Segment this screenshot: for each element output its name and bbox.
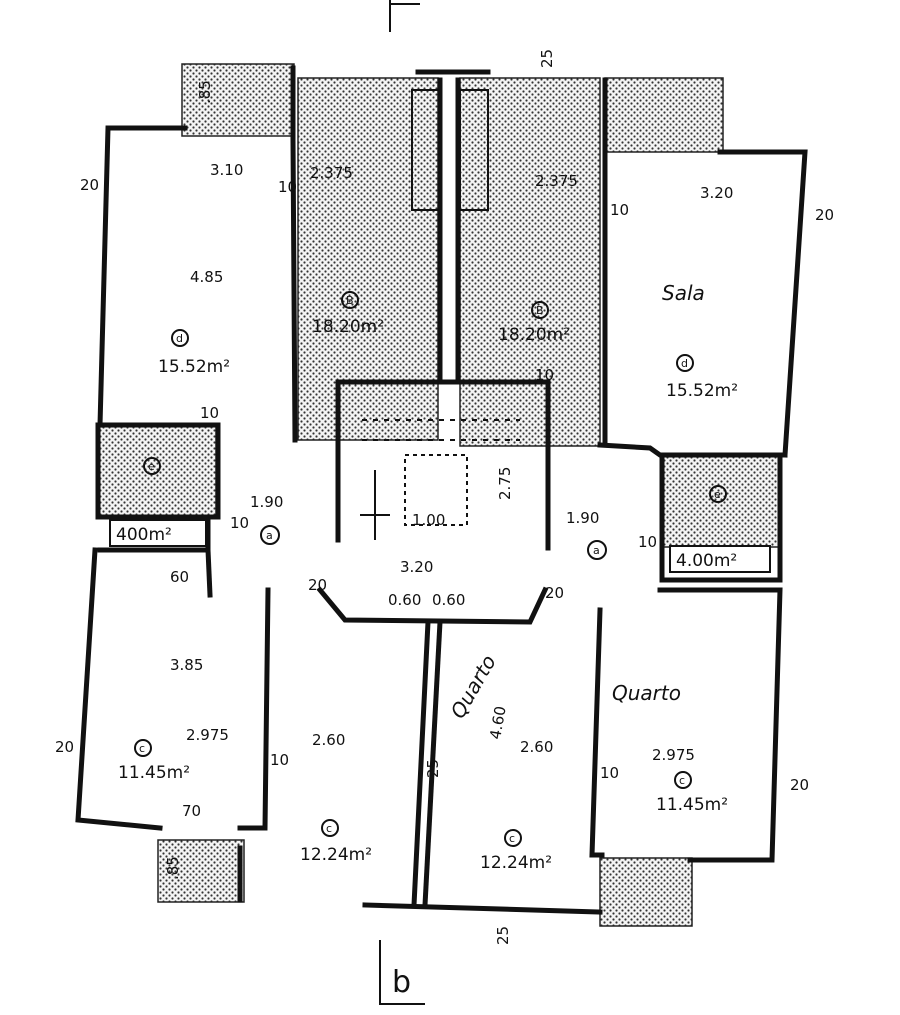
room-quarto-right: Quarto c 11.45m² [612, 681, 728, 815]
bottom-right-hatch [599, 857, 693, 927]
room-code: d [681, 357, 688, 370]
dim-stair-depth: 2.75 [496, 467, 514, 500]
dim-bottom-right-width: 2.975 [652, 746, 695, 764]
room-wc-right: e 4.00m² [669, 485, 771, 573]
dim-center-width: 3.20 [400, 558, 433, 576]
dim-bottom-mid-right-height: 4.60 [486, 705, 510, 741]
room-code: e [148, 460, 155, 473]
room-area: 400m² [116, 525, 172, 545]
section-mark-bottom: b [379, 940, 425, 1005]
dimension-labels: 3.10 3.20 4.85 3.20 1.90 1.90 2.75 2.375… [55, 49, 834, 945]
dim-wall-10d: 10 [230, 514, 249, 532]
dim-opening-b: 0.60 [432, 591, 465, 609]
dim-balcony-right: 2.375 [535, 172, 578, 190]
room-code: B [346, 294, 354, 307]
varanda-left-hatch [297, 77, 439, 441]
room-area: 18.20m² [312, 317, 384, 337]
room-quarto-mid-right: Quarto c 12.24m² [446, 651, 553, 873]
dim-v085a: .85 [196, 80, 214, 104]
room-code: c [326, 822, 332, 835]
room-quarto-left: c 11.45m² [118, 739, 190, 783]
dim-bottom-left-height: 3.85 [170, 656, 203, 674]
stair [360, 89, 520, 540]
room-quarto-mid-left: c 12.24m² [300, 819, 372, 865]
room-area: 15.52m² [158, 357, 230, 377]
dim-v085b: .85 [164, 856, 182, 880]
dim-wall-10f: 10 [270, 751, 289, 769]
room-sala-right: Sala d 15.52m² [662, 281, 738, 401]
dim-wall-10b: 10 [610, 201, 629, 219]
dim-wall-10e: 10 [638, 533, 657, 551]
room-hall-right: a [587, 540, 607, 560]
dim-wall-10h: 10 [535, 366, 554, 384]
dim-wall-20b: 20 [815, 206, 834, 224]
dim-hall-left: 1.90 [250, 493, 283, 511]
dim-small-a: 25 [538, 49, 556, 68]
dim-wall-20e: 20 [308, 576, 327, 594]
dim-bottom-mid-right-width: 2.60 [520, 738, 553, 756]
room-code: B [536, 304, 544, 317]
room-code: c [139, 742, 145, 755]
room-area: 12.24m² [300, 845, 372, 865]
room-code: c [509, 832, 515, 845]
room-area: 11.45m² [656, 795, 728, 815]
room-code: a [593, 544, 600, 557]
room-label-handwritten: Quarto [612, 681, 681, 705]
dim-wall-10a: 10 [278, 178, 297, 196]
room-code: d [176, 332, 183, 345]
room-code: a [266, 529, 273, 542]
room-label-handwritten: Sala [662, 281, 705, 305]
top-right-hatch [604, 77, 724, 153]
dim-wall-10g: 10 [600, 764, 619, 782]
bottom-left-hatch [157, 839, 245, 903]
top-left-hatch [181, 63, 295, 137]
dim-small-c: 25 [494, 926, 512, 945]
room-area: 11.45m² [118, 763, 190, 783]
dim-stair-label: 1.00 [412, 511, 445, 529]
room-area: 12.24m² [480, 853, 552, 873]
room-area: 18.20m² [498, 325, 570, 345]
room-sala-left: d 15.52m² [158, 329, 230, 377]
dim-v60: 60 [170, 568, 189, 586]
section-mark-top [389, 0, 420, 32]
dim-wall-20d: 20 [790, 776, 809, 794]
dim-bottom-mid-left-width: 2.60 [312, 731, 345, 749]
section-mark-bottom-label: b [392, 965, 411, 1000]
room-varanda-right: B 18.20m² [498, 301, 570, 345]
dim-opening-a: 0.60 [388, 591, 421, 609]
room-code: c [679, 774, 685, 787]
dim-top-right-width: 3.20 [700, 184, 733, 202]
dim-small-b: 25 [424, 759, 442, 778]
dim-wall-20a: 20 [80, 176, 99, 194]
dim-bottom-left-width: 2.975 [186, 726, 229, 744]
room-area: 4.00m² [676, 551, 737, 571]
dim-hall-right: 1.90 [566, 509, 599, 527]
varanda-right-hatch [459, 77, 601, 447]
walls [75, 65, 808, 915]
dim-top-left-width: 3.10 [210, 161, 243, 179]
dim-wall-10c: 10 [200, 404, 219, 422]
room-hall-left: a [260, 525, 280, 545]
room-wc-left: e 400m² [109, 457, 207, 547]
room-labels: d 15.52m² Sala d 15.52m² B 18.20m² B 18.… [109, 281, 771, 873]
room-varanda-left: B 18.20m² [312, 291, 384, 337]
dim-wall-20c: 20 [55, 738, 74, 756]
room-code: e [714, 488, 721, 501]
dim-v70: 70 [182, 802, 201, 820]
dim-balcony-left: 2.375 [310, 164, 353, 182]
dim-wall-20f: 20 [545, 584, 564, 602]
room-area: 15.52m² [666, 381, 738, 401]
dim-top-left-height: 4.85 [190, 268, 223, 286]
